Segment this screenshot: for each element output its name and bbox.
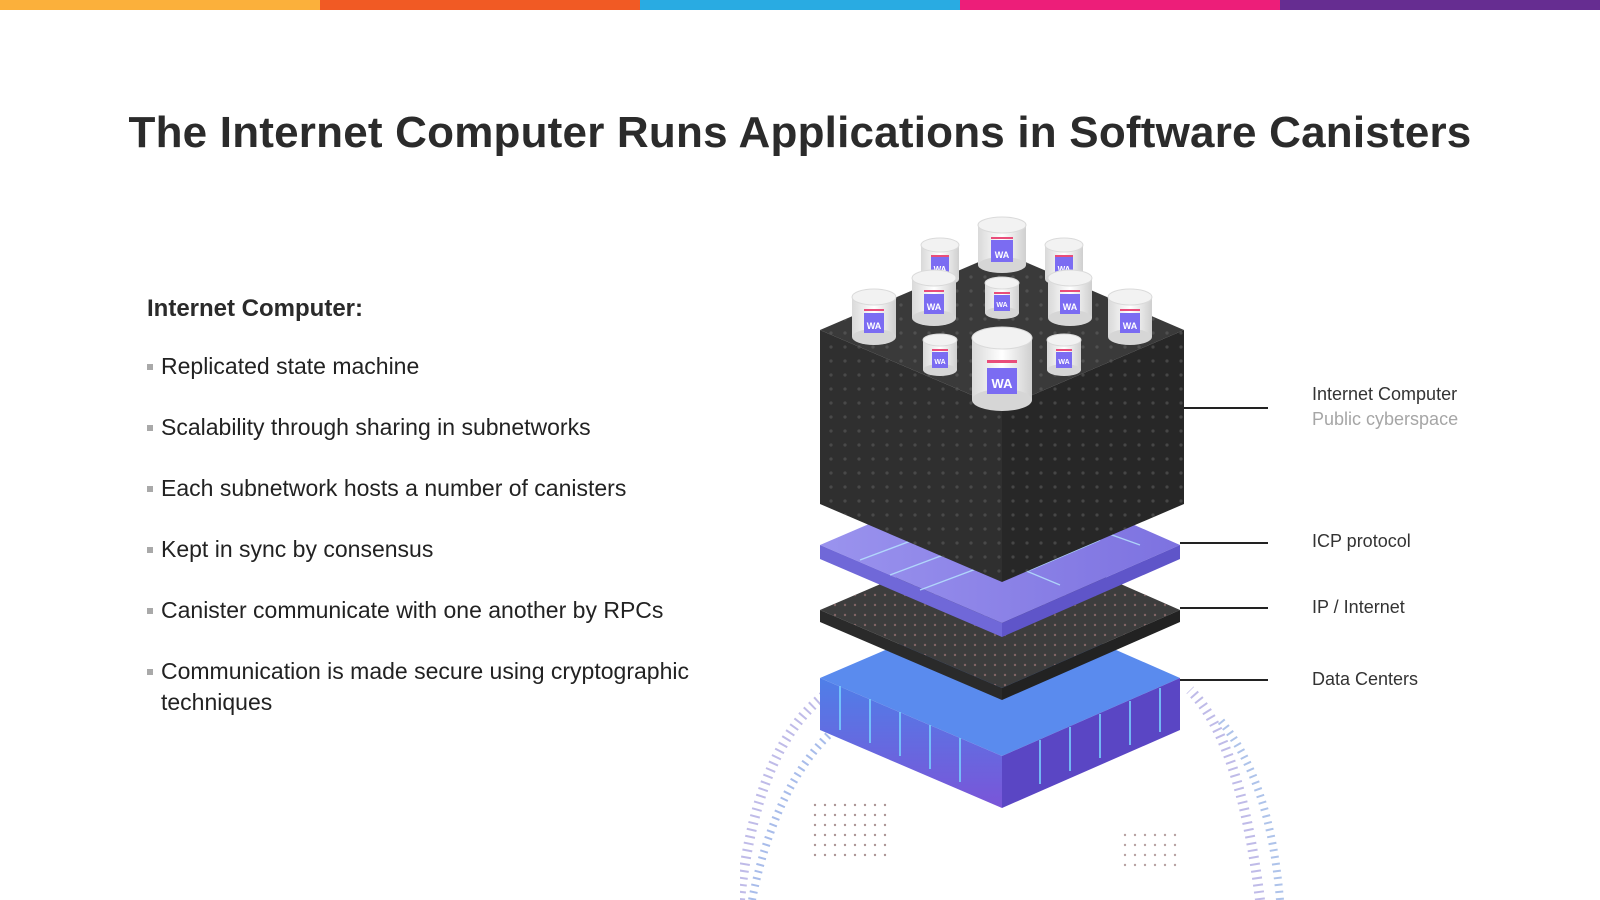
bullet-square-icon bbox=[147, 425, 153, 431]
bullet-item: Communication is made secure using crypt… bbox=[147, 656, 747, 718]
canister-label: WA bbox=[867, 321, 882, 331]
bullet-item: Canister communicate with one another by… bbox=[147, 595, 747, 626]
label-icp-protocol: ICP protocol bbox=[1312, 531, 1411, 551]
top-bar-segment-3 bbox=[640, 0, 960, 10]
bullet-text: Kept in sync by consensus bbox=[161, 536, 434, 562]
canister-icon: WA bbox=[984, 276, 1020, 319]
canister-label: WA bbox=[934, 359, 945, 366]
bullet-item: Scalability through sharing in subnetwor… bbox=[147, 412, 747, 443]
slide-title: The Internet Computer Runs Applications … bbox=[128, 108, 1472, 157]
bullet-text: Communication is made secure using crypt… bbox=[161, 658, 689, 715]
architecture-diagram: WA WA WA bbox=[735, 200, 1600, 900]
canister-icon: WA bbox=[1107, 288, 1153, 345]
canister-icon: WA bbox=[922, 333, 958, 376]
label-ip-internet: IP / Internet bbox=[1312, 597, 1405, 617]
label-public-cyberspace: Public cyberspace bbox=[1312, 409, 1459, 429]
canister-label: WA bbox=[992, 376, 1014, 391]
bullet-item: Each subnetwork hosts a number of canist… bbox=[147, 473, 747, 504]
bullet-text: Replicated state machine bbox=[161, 353, 420, 379]
bullet-item: Replicated state machine bbox=[147, 351, 747, 382]
top-bar-segment-5 bbox=[1280, 0, 1600, 10]
bullet-text: Scalability through sharing in subnetwor… bbox=[161, 414, 591, 440]
top-bar-segment-1 bbox=[0, 0, 320, 10]
label-internet-computer: Internet Computer bbox=[1312, 384, 1458, 404]
canister-label: WA bbox=[1063, 302, 1078, 312]
canister-group: WA WA WA bbox=[851, 216, 1153, 411]
canister-icon: WA bbox=[977, 216, 1027, 273]
info-panel: Internet Computer: Replicated state mach… bbox=[147, 295, 747, 748]
label-data-centers: Data Centers bbox=[1312, 669, 1419, 689]
canister-label: WA bbox=[995, 250, 1010, 260]
canister-icon: WA bbox=[911, 269, 957, 326]
bullet-text: Each subnetwork hosts a number of canist… bbox=[161, 475, 627, 501]
bullet-text: Canister communicate with one another by… bbox=[161, 597, 664, 623]
canister-icon: WA bbox=[971, 326, 1033, 411]
bullet-square-icon bbox=[147, 547, 153, 553]
canister-label: WA bbox=[1058, 265, 1071, 274]
canister-label: WA bbox=[996, 302, 1007, 309]
info-heading: Internet Computer: bbox=[147, 295, 363, 322]
bullet-list: Replicated state machine Scalability thr… bbox=[147, 351, 747, 718]
bullet-square-icon bbox=[147, 486, 153, 492]
canister-icon: WA bbox=[1047, 269, 1093, 326]
canister-label: WA bbox=[1058, 359, 1069, 366]
canister-label: WA bbox=[927, 302, 942, 312]
bullet-item: Kept in sync by consensus bbox=[147, 534, 747, 565]
canister-label: WA bbox=[1123, 321, 1138, 331]
canister-label: WA bbox=[934, 265, 947, 274]
canister-icon: WA bbox=[1046, 333, 1082, 376]
top-bar-segment-4 bbox=[960, 0, 1280, 10]
top-bar-segment-2 bbox=[320, 0, 640, 10]
top-color-bar bbox=[0, 0, 1600, 10]
bullet-square-icon bbox=[147, 608, 153, 614]
stack-illustration: WA WA WA bbox=[735, 216, 1284, 900]
canister-icon: WA bbox=[851, 288, 897, 345]
bullet-square-icon bbox=[147, 669, 153, 675]
leader-lines bbox=[1180, 407, 1268, 681]
bullet-square-icon bbox=[147, 364, 153, 370]
